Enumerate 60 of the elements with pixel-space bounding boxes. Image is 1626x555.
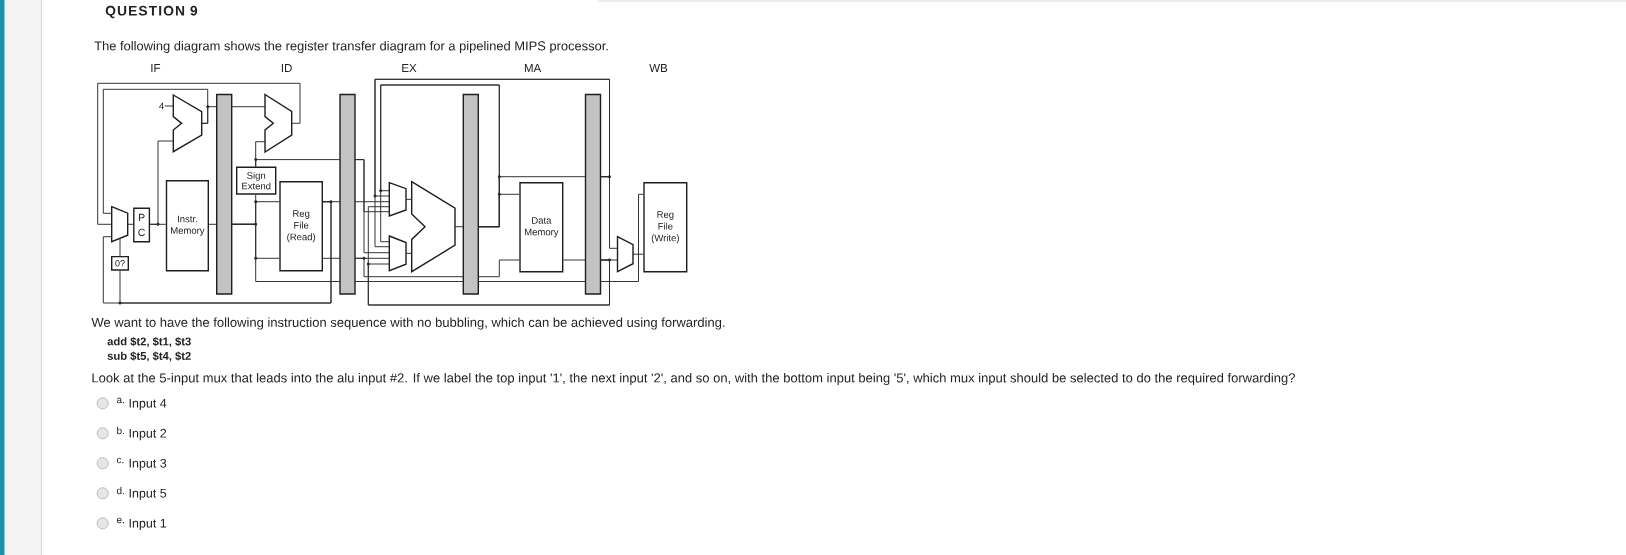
wire	[231, 106, 266, 108]
code-line: sub $t5, $t4, $t2	[107, 351, 191, 362]
option-letter: b.	[117, 426, 124, 435]
pipeline-register	[216, 93, 233, 295]
option-text: Input 2	[129, 428, 167, 441]
option-text: Input 5	[129, 488, 167, 501]
question-text: Look at the 5-input mux that leads into the alu input #2. If we label the top input '1', the next input '2', and so on, with the bottom input being '5', which mux input should be selected to do the required forwarding?	[92, 372, 1295, 386]
wire	[119, 238, 121, 257]
register-file-box: Reg File (Read)	[279, 181, 323, 272]
wire	[632, 253, 644, 255]
wire	[405, 198, 413, 200]
wire	[149, 223, 167, 225]
wire	[477, 259, 520, 278]
pipeline-register	[584, 93, 602, 295]
memory-box: Instr. Memory	[165, 180, 209, 272]
code-line: add $t2, $t1, $t3	[107, 337, 191, 348]
question-heading: QUESTION 9	[105, 5, 198, 19]
question-text: The following diagram shows the register transfer diagram for a pipelined MIPS processor.	[94, 41, 608, 53]
wire	[374, 78, 610, 248]
wire	[562, 259, 586, 261]
wire	[102, 88, 209, 214]
option-text: Input 3	[129, 458, 167, 471]
wire	[354, 281, 464, 282]
wire	[600, 193, 644, 282]
wire	[354, 159, 390, 254]
option-letter: c.	[116, 457, 124, 464]
constant-label: 4	[159, 102, 164, 110]
stage-label: IF	[151, 64, 161, 72]
wire	[354, 201, 390, 203]
stage-label: WB	[649, 64, 668, 72]
register-file-box: Reg File (Write)	[643, 182, 688, 273]
option-text: Input 1	[129, 518, 167, 531]
wire	[255, 159, 341, 168]
wire	[164, 105, 174, 107]
register-box: P C	[133, 207, 151, 243]
stage-label: EX	[402, 64, 417, 72]
wire	[97, 82, 301, 225]
wire	[354, 257, 464, 278]
multiplexer	[388, 235, 407, 272]
option-letter: d.	[116, 486, 124, 495]
wire	[477, 281, 586, 282]
stage-label: ID	[281, 64, 292, 72]
wire	[367, 259, 610, 306]
option-letter: a.	[116, 397, 124, 404]
adder	[264, 93, 293, 154]
pipeline-register	[462, 93, 479, 295]
memory-box: Data Memory	[519, 182, 564, 273]
wire	[127, 223, 134, 225]
wire	[405, 252, 413, 254]
wire	[454, 226, 464, 228]
zero-test-box: 0?	[111, 255, 129, 271]
pipeline-register	[339, 93, 356, 295]
option-letter: e.	[116, 517, 124, 524]
question-text: We want to have the following instruction sequence with no bubbling, which can be achieved using forwarding.	[91, 317, 725, 330]
wire	[231, 223, 341, 282]
sign-extend-box: Sign Extend	[236, 166, 277, 195]
wire	[322, 257, 341, 259]
option-text: Input 4	[129, 398, 167, 411]
wire	[208, 223, 218, 225]
stage-label: MA	[524, 64, 542, 72]
